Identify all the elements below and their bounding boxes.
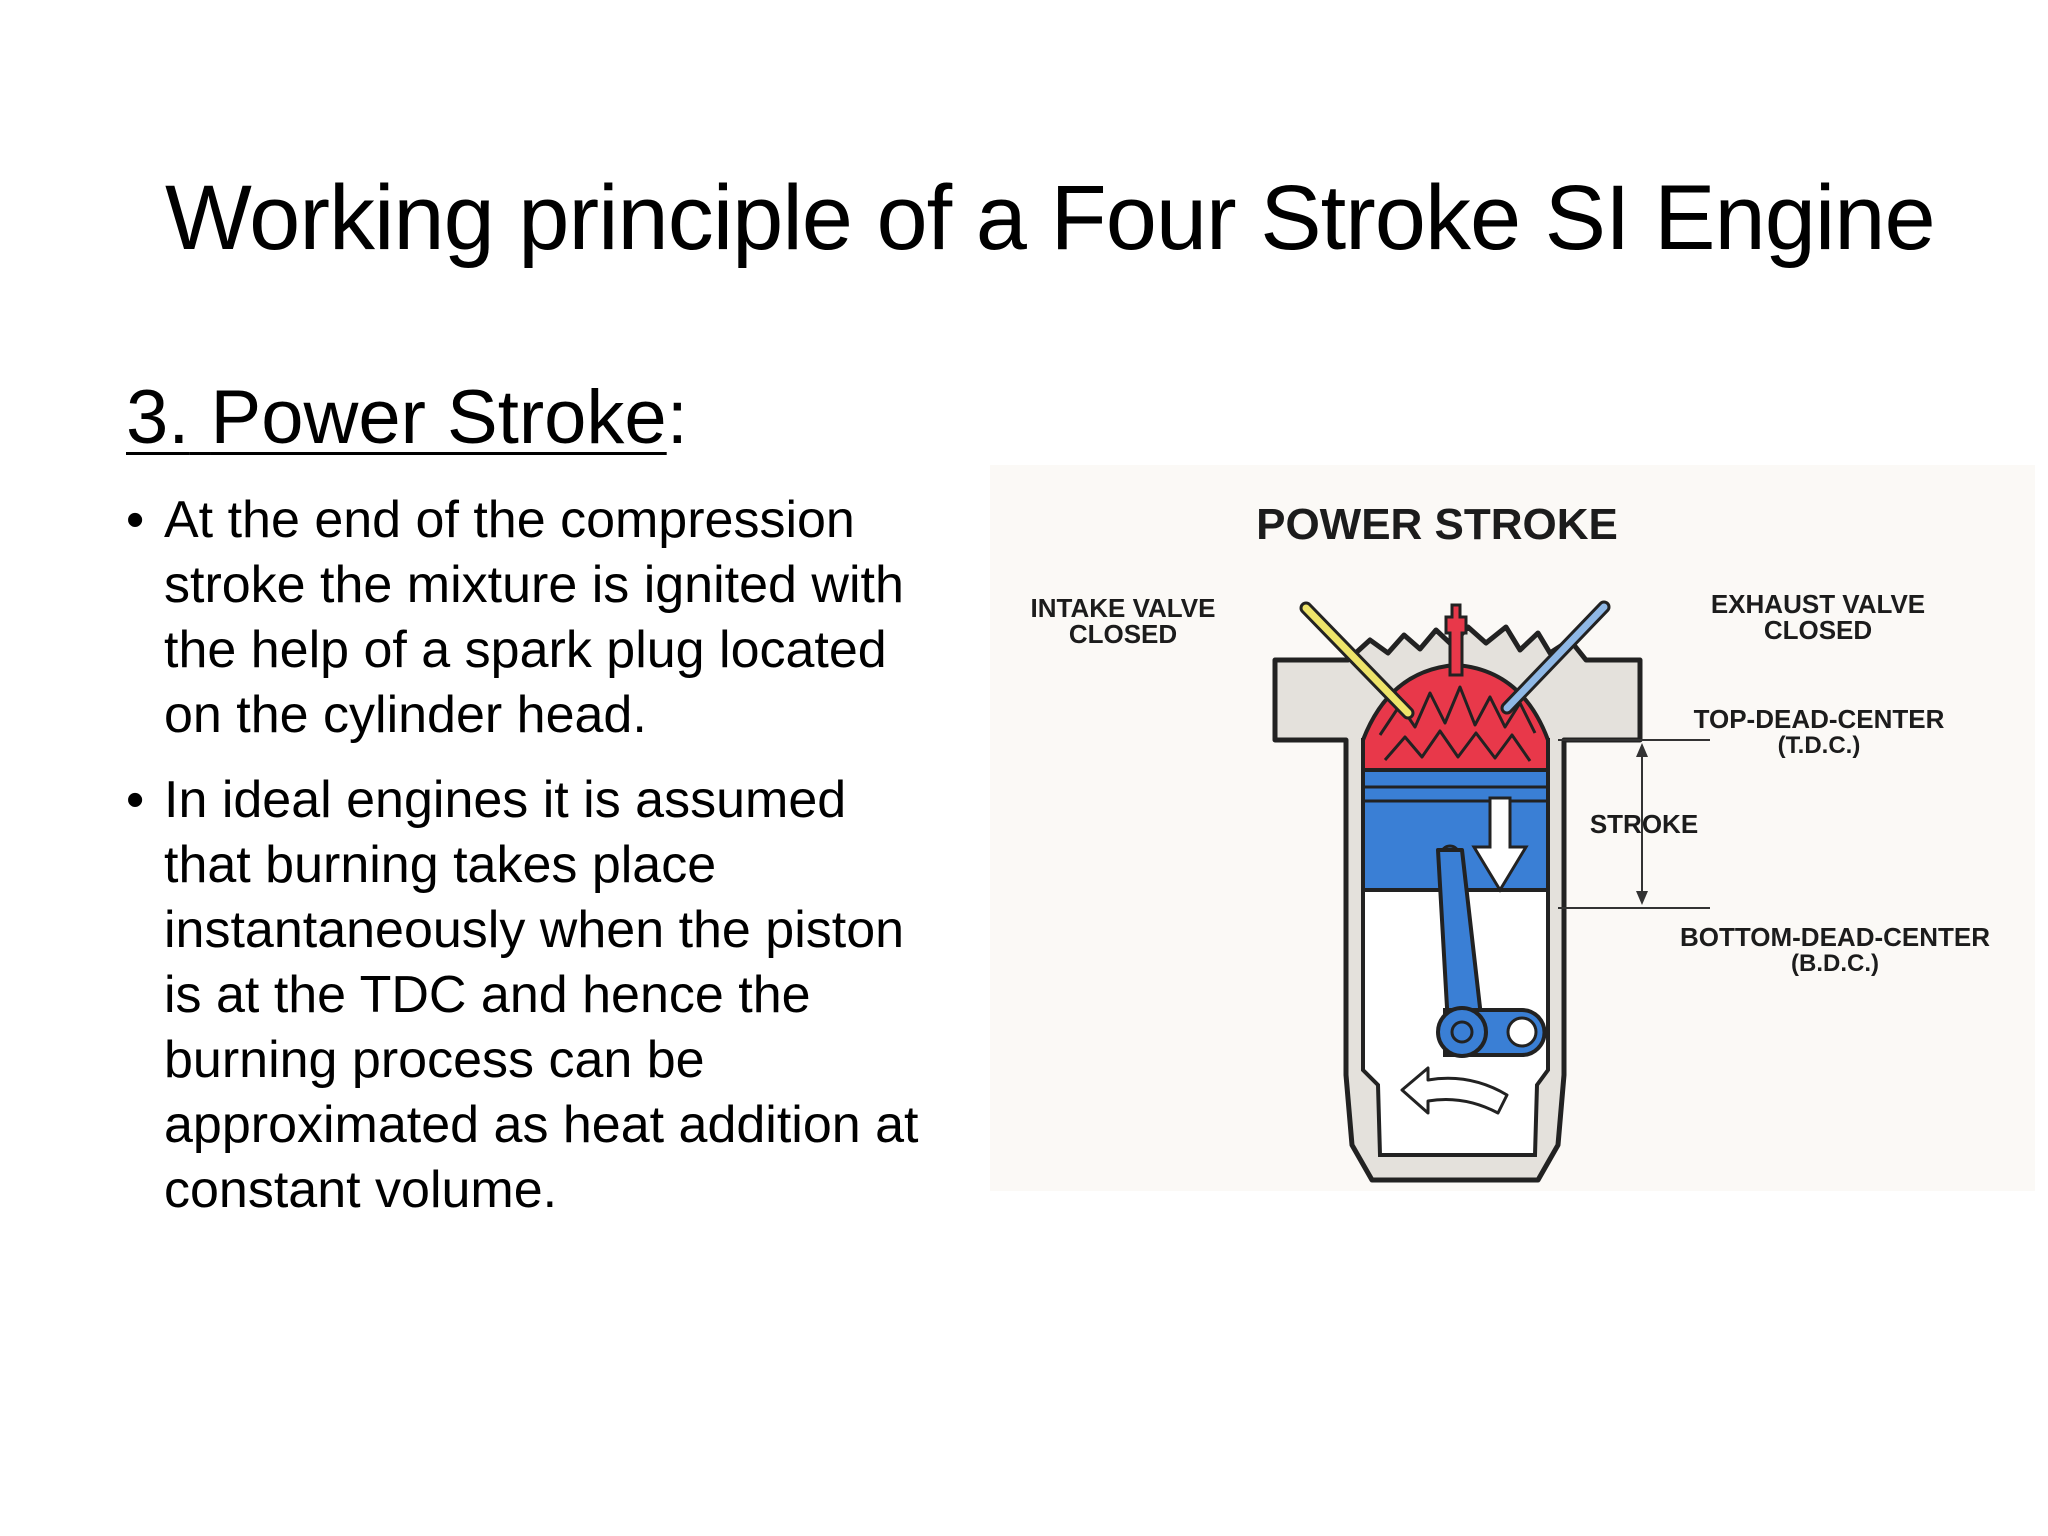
crank-pin-hole [1450, 1020, 1474, 1044]
bullet-text: At the end of the compression stroke the… [164, 491, 904, 744]
down-arrow-icon [1471, 796, 1529, 893]
rotation-arrow-icon [1400, 1066, 1509, 1115]
tdc-label: TOP-DEAD-CENTER [1694, 704, 1945, 734]
bullet-text: In ideal engines it is assumed that burn… [164, 771, 919, 1219]
section-heading: 3. Power Stroke: [126, 372, 688, 463]
exhaust-valve-state: CLOSED [1764, 615, 1872, 645]
section-heading-text: Power Stroke [210, 375, 667, 460]
bullet-item: • In ideal engines it is assumed that bu… [126, 768, 946, 1223]
flame-zigzag [1378, 685, 1537, 762]
bullet-list: • At the end of the compression stroke t… [126, 488, 946, 1243]
engine-illustration: POWER STROKE INTAKE VALVE CLOSED EXHAUST… [1031, 500, 1990, 1183]
exhaust-valve-stem-fill [1503, 603, 1608, 712]
section-number: 3. [126, 375, 190, 460]
stroke-arrow-top [1636, 743, 1648, 757]
crank-main [1506, 1016, 1538, 1048]
bullet-glyph: • [126, 771, 145, 829]
intake-valve-label: INTAKE VALVE [1031, 593, 1216, 623]
bullet-item: • At the end of the compression stroke t… [126, 488, 946, 748]
power-stroke-diagram: POWER STROKE INTAKE VALVE CLOSED EXHAUST… [990, 465, 2035, 1191]
stroke-arrow-bottom [1636, 891, 1648, 905]
slide-title: Working principle of a Four Stroke SI En… [165, 167, 1936, 269]
bdc-abbrev: (B.D.C.) [1791, 950, 1879, 977]
exhaust-valve-label: EXHAUST VALVE [1711, 589, 1925, 619]
spark-plug-icon [1444, 603, 1468, 677]
intake-valve-stem-fill [1302, 604, 1412, 717]
section-colon: : [666, 375, 688, 460]
tdc-abbrev: (T.D.C.) [1778, 732, 1861, 759]
stroke-label: STROKE [1590, 809, 1698, 839]
bdc-label: BOTTOM-DEAD-CENTER [1680, 922, 1990, 952]
bullet-glyph: • [126, 491, 145, 549]
intake-valve-state: CLOSED [1069, 619, 1177, 649]
diagram-title: POWER STROKE [1256, 500, 1618, 549]
